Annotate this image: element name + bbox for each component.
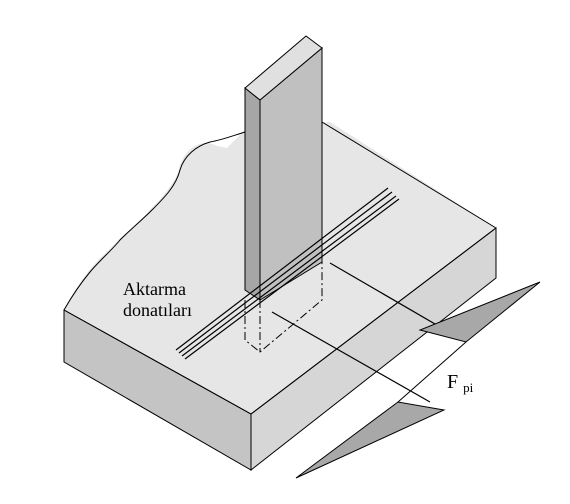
- rebar-label-line2: donatıları: [123, 300, 192, 320]
- rebar-label-line1: Aktarma: [123, 279, 186, 299]
- transfer-rebars: [175, 187, 400, 360]
- slab-back-edge: [321, 121, 497, 229]
- stress-axis-line: [397, 341, 467, 403]
- wall-front-face: [244, 86, 261, 301]
- stress-triangle-upper: [418, 281, 541, 343]
- slab-top-edges: [63, 227, 497, 415]
- stress-triangle-lower: [295, 401, 446, 479]
- force-label-subscript: pi: [463, 380, 474, 395]
- force-label: F pi: [447, 371, 474, 395]
- slab-broken-edge: [63, 131, 246, 311]
- wall-top-face: [244, 35, 323, 101]
- embedded-wall-hidden-lines: [244, 260, 323, 353]
- force-label-main: F: [447, 371, 458, 393]
